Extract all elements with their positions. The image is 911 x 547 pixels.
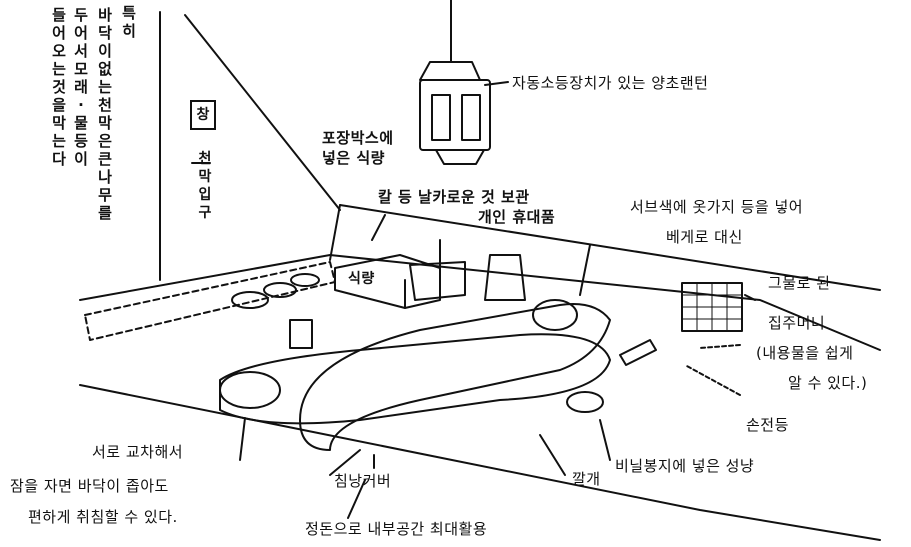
crossed-label-3: 편하게 취침할 수 있다. xyxy=(28,508,178,526)
cup xyxy=(289,319,313,349)
lantern-label: 자동소등장치가 있는 양초랜턴 xyxy=(512,74,709,92)
vertical-note-2: 바닥이 없는 천막은 큰 나무를 xyxy=(98,6,112,222)
floor-back-edge xyxy=(79,254,881,351)
pillow-label-1: 서브색에 옷가지 등을 넣어 xyxy=(630,198,804,216)
shoe xyxy=(290,273,320,287)
tent-roof-line xyxy=(184,14,341,211)
tent-back-wall-edge xyxy=(329,204,341,261)
flashlight xyxy=(619,339,657,366)
flashlight-label: 손전등 xyxy=(746,416,789,434)
matches-label: 비닐봉지에 넣은 성냥 xyxy=(615,457,755,475)
sleeping-bag-2 xyxy=(299,303,611,451)
personal-items-bag xyxy=(484,254,526,301)
lantern-window-left xyxy=(431,94,451,141)
sharp-items-label: 칼 등 날카로운 것 보관 xyxy=(378,188,530,206)
vertical-note-4: 들어오는 것을 막는다 xyxy=(52,6,66,168)
net-bag-label-3: (내용물을 쉽게 xyxy=(756,344,854,362)
lantern-base xyxy=(435,149,485,165)
sleeping-cover-label: 침낭커버 xyxy=(334,472,392,490)
sleeping-bag-1 xyxy=(219,333,611,425)
lantern-window-right xyxy=(461,94,481,141)
matches-bag xyxy=(566,391,604,413)
window-label: 창 xyxy=(190,100,216,130)
head-2 xyxy=(532,299,578,331)
vertical-note-3: 두어서 모래·물 등이 xyxy=(74,6,88,168)
tent-back-wall-top xyxy=(339,204,881,291)
lantern-arrow xyxy=(484,81,509,86)
personal-items-label: 개인 휴대품 xyxy=(478,208,556,226)
food-box-text: 식량 xyxy=(348,271,375,287)
organize-label: 정돈으로 내부공간 최대활용 xyxy=(305,520,488,538)
net-bag-label-1: 그물로 된 xyxy=(768,274,831,292)
net-bag-label-4: 알 수 있다.) xyxy=(788,374,868,392)
shoe xyxy=(263,282,297,298)
pillow-arrow xyxy=(579,244,591,296)
mat-label: 깔개 xyxy=(572,470,601,488)
sharp-items-basket xyxy=(409,261,466,301)
crossed-label-2: 잠을 자면 바닥이 좁아도 xyxy=(10,477,169,495)
food-in-box-label: 포장박스에 넣은 식량 xyxy=(322,129,394,167)
lantern-top xyxy=(419,61,481,81)
floor-front-edge xyxy=(79,384,881,541)
vertical-note-1: 특히 xyxy=(122,4,136,40)
log-barrier xyxy=(84,261,336,341)
head-1 xyxy=(219,371,281,409)
food-box xyxy=(334,254,441,309)
tent-entrance-label: 천막입구 xyxy=(198,151,212,221)
crossed-label-1: 서로 교차해서 xyxy=(92,443,184,461)
pillow-label-2: 베게로 대신 xyxy=(666,228,743,246)
net-bag-label-2: 집주머니 xyxy=(768,314,826,332)
shoe xyxy=(231,291,269,309)
